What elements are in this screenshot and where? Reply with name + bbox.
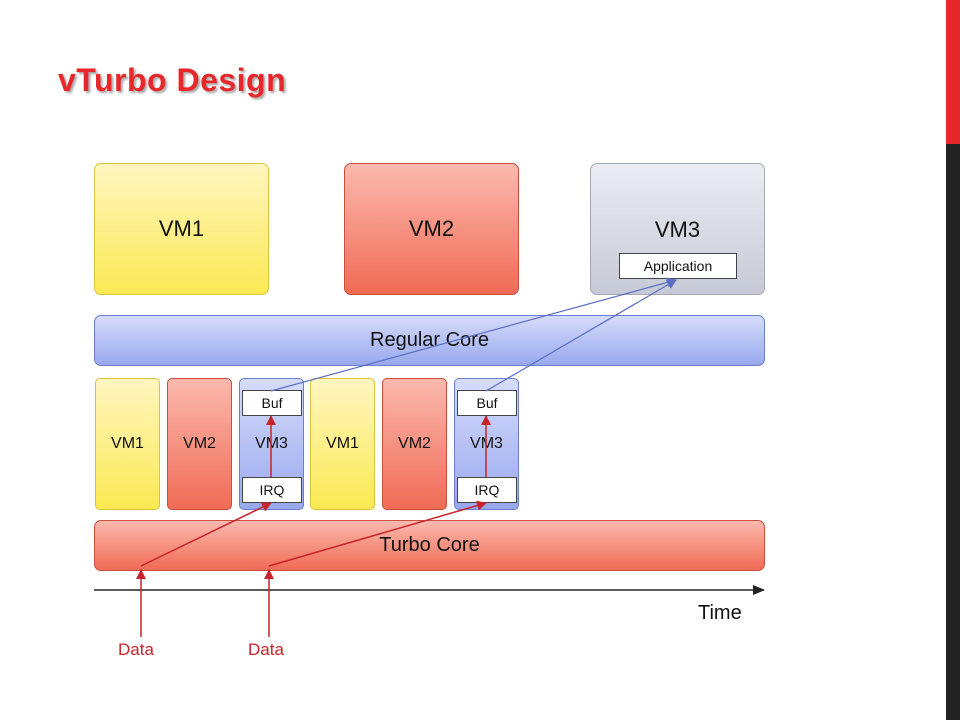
data-label-a: Data <box>118 640 154 659</box>
side-accent-bar <box>946 0 960 720</box>
data-to-irq-arrow-a <box>140 502 272 567</box>
data-label-b: Data <box>248 640 284 659</box>
time-label: Time <box>698 602 742 624</box>
turbo-core-label: Turbo Core <box>379 534 480 556</box>
vm3-label: VM3 <box>654 217 701 242</box>
slot-label: VM2 <box>183 435 216 452</box>
regular-core-bar: Regular Core <box>94 315 765 366</box>
application-box: Application <box>619 253 737 279</box>
regular-core-label: Regular Core <box>370 329 489 351</box>
vm2-box: VM2 <box>344 163 519 295</box>
slot-vm2-b: VM2 <box>382 378 447 510</box>
buf-to-app-arrow-b <box>485 279 677 392</box>
buf-to-app-arrow-a <box>270 277 677 392</box>
vm2-label: VM2 <box>408 216 455 241</box>
slot-label: VM1 <box>326 435 359 452</box>
slide-title: vTurbo Design <box>58 62 287 98</box>
slot-label: VM1 <box>111 435 144 452</box>
buf-box-a: Buf <box>242 390 302 416</box>
vm1-box: VM1 <box>94 163 269 295</box>
slot-label: VM2 <box>398 435 431 452</box>
irq-box-b: IRQ <box>457 477 517 503</box>
slot-vm1-b: VM1 <box>310 378 375 510</box>
vm1-label: VM1 <box>158 216 205 241</box>
irq-box-a: IRQ <box>242 477 302 503</box>
turbo-core-bar: Turbo Core <box>94 520 765 571</box>
slot-vm2-a: VM2 <box>167 378 232 510</box>
data-to-irq-arrow-b <box>268 500 487 567</box>
side-accent-red <box>946 0 960 144</box>
slot-vm1-a: VM1 <box>95 378 160 510</box>
